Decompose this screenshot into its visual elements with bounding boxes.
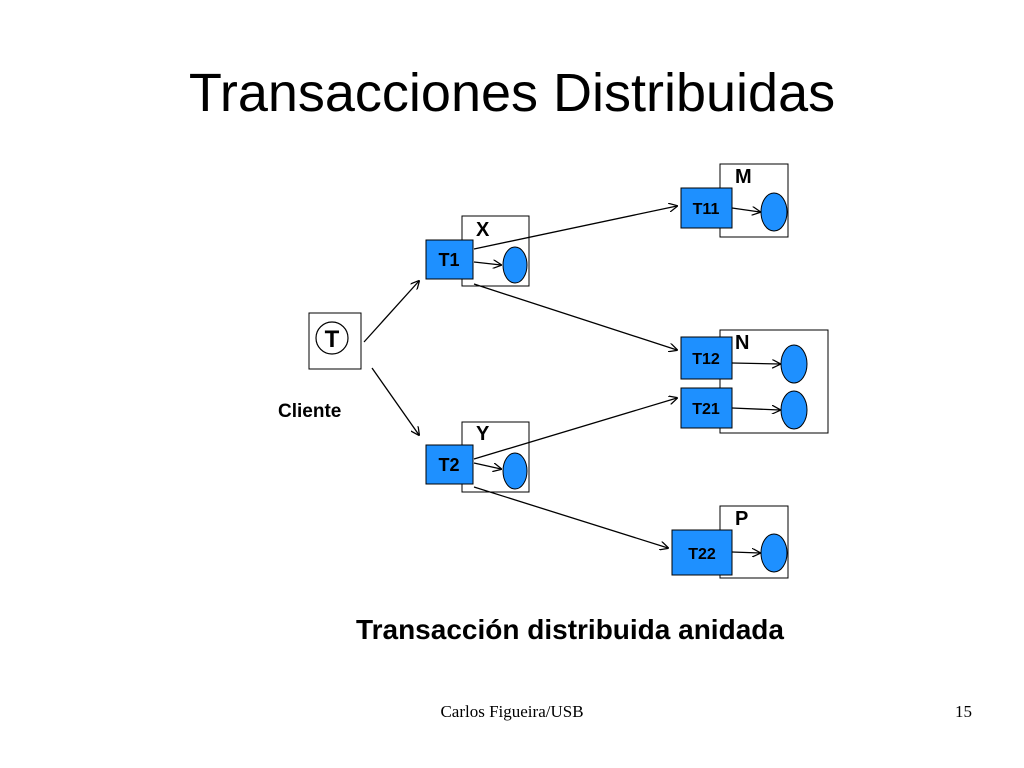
root-transaction-label: T [325,326,340,353]
arrow-t2-to-t21 [473,398,677,460]
arrow-t21-to-object [731,408,780,410]
arrow-t2-to-object [473,462,501,469]
arrow-t1-to-t11 [473,206,677,250]
arrow-t11-to-object [731,208,760,212]
arrow-t22-to-object [731,552,760,553]
server-x: X T1 [425,215,530,287]
server-p-object [760,533,788,573]
server-m-object [760,192,788,232]
client-circle [315,321,349,355]
client-label: Cliente [278,401,341,422]
server-x-label: X [476,219,490,241]
arrow-t1-to-t12 [473,283,677,350]
arrow-t2-to-t22 [473,486,668,548]
t12-box [680,336,733,380]
server-n-object-1 [780,344,808,384]
server-n-label: N [735,332,749,354]
page-number: 15 [955,702,972,721]
arrow-t-to-t1 [363,281,419,343]
t12-label: T12 [692,351,720,368]
arrow-t1-to-object [473,262,501,265]
t21-label: T21 [692,401,720,418]
client-node: T [308,312,362,370]
arrow-t-to-t2 [371,367,419,435]
t11-box [680,187,733,229]
t2-box [425,444,474,485]
t22-label: T22 [688,546,716,563]
server-m: M T11 [680,163,789,238]
server-y-label: Y [476,423,490,445]
server-y: Y T2 [425,421,530,493]
server-n-object-2 [780,390,808,430]
footer-author: Carlos Figueira/USB [440,702,584,721]
slide-title: Transacciones Distribuidas [188,63,836,123]
t1-label: T1 [438,250,459,270]
server-p: P T22 [671,505,789,579]
server-n: N T12 T21 [680,329,829,434]
t22-box [671,529,733,576]
t1-box [425,239,474,280]
server-y-object [502,452,528,490]
t11-label: T11 [693,201,720,218]
server-m-label: M [735,166,752,188]
t2-label: T2 [438,455,459,475]
diagram-caption: Transacción distribuida anidada [356,614,784,645]
t21-box [680,387,733,429]
arrow-t12-to-object [731,363,780,364]
server-n-frame [719,329,829,434]
server-p-label: P [735,508,748,530]
server-x-object [502,246,528,284]
